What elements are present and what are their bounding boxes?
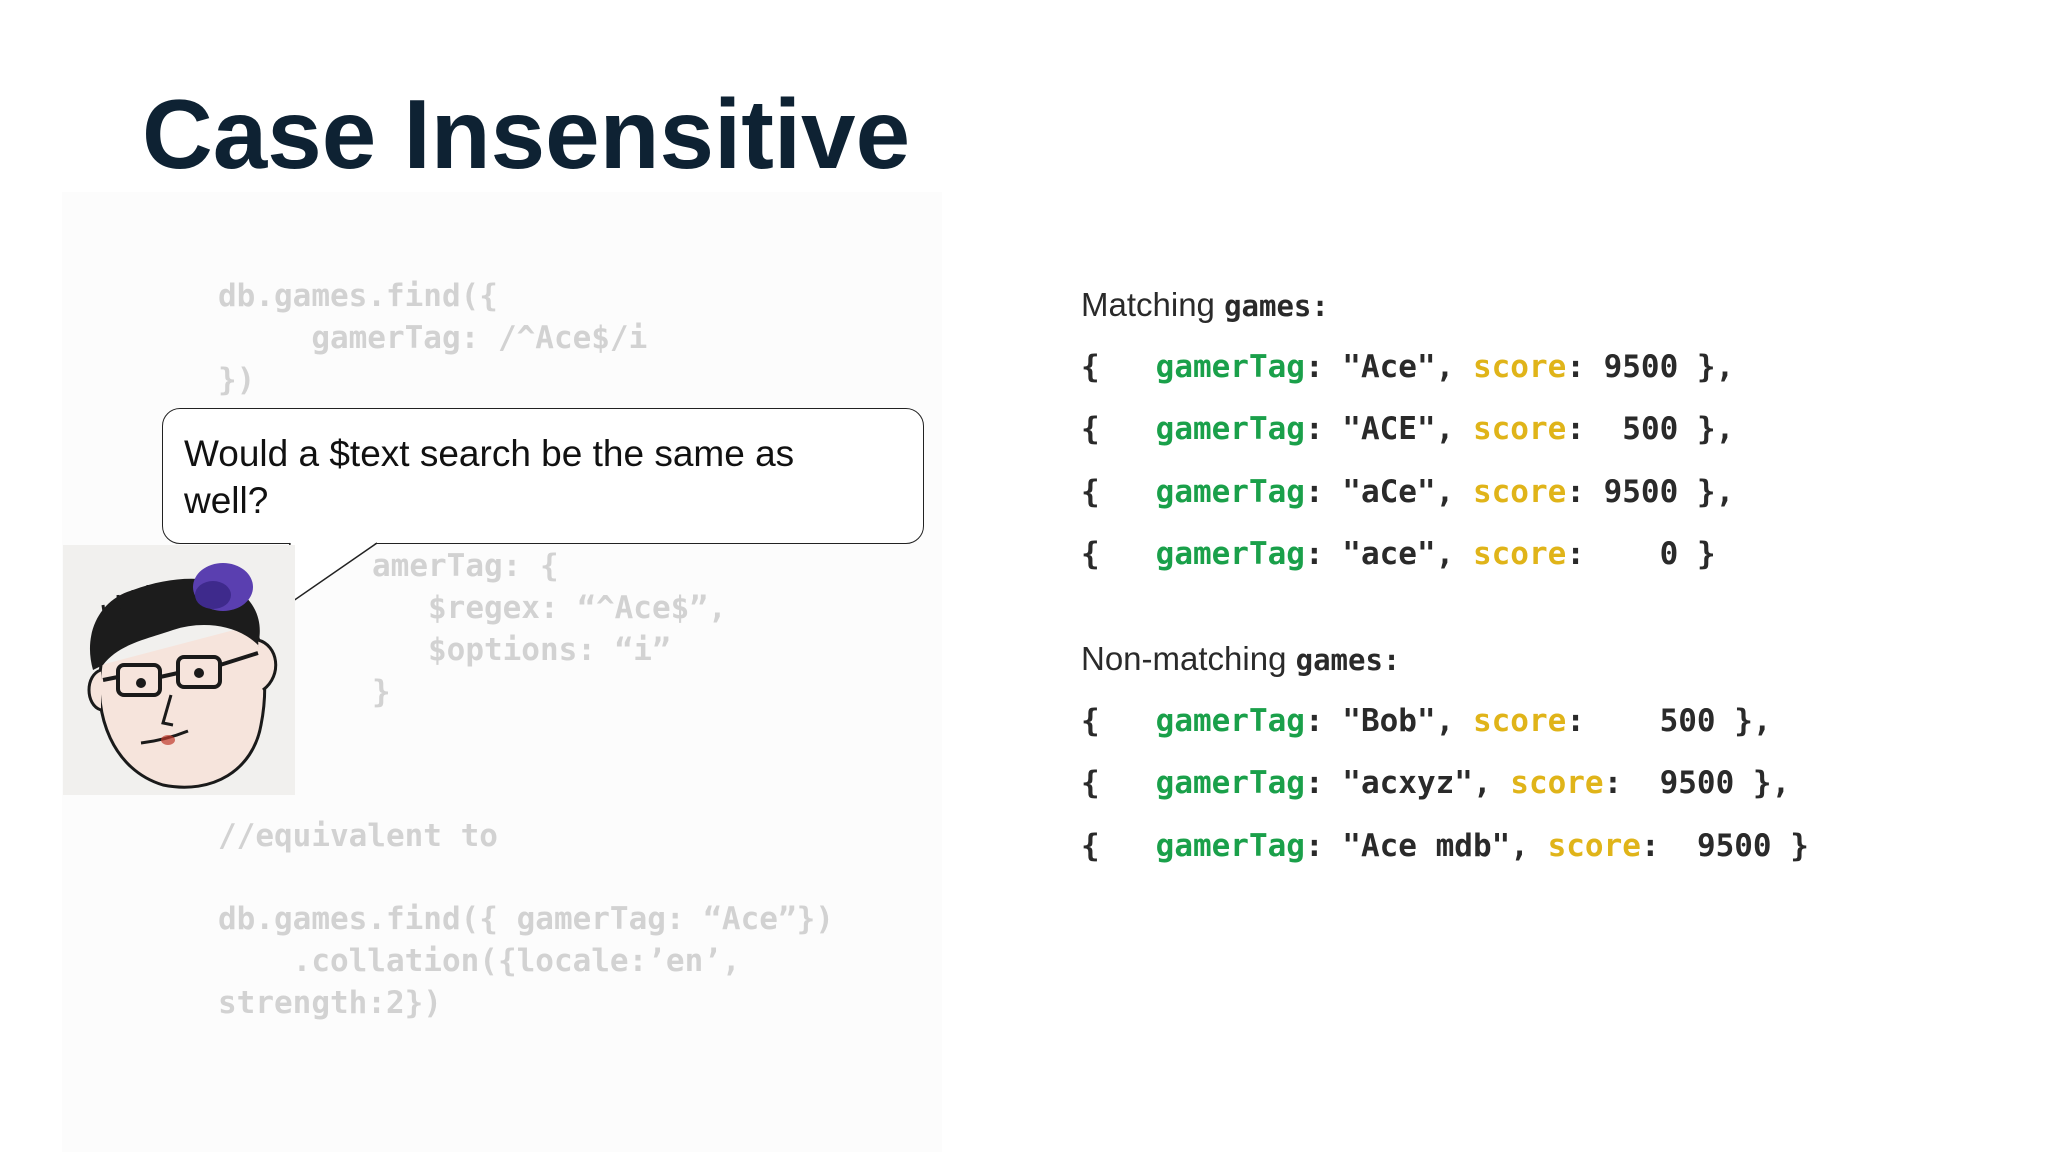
matching-heading-word: Matching [1081, 286, 1215, 323]
speech-bubble [162, 408, 924, 544]
matching-heading-mono: games: [1224, 289, 1329, 323]
cartoon-person-avatar-icon [63, 545, 295, 795]
nonmatching-row: { gamerTag: "Ace mdb", score: 9500 } [1081, 828, 1809, 864]
equivalent-comment: //equivalent to [218, 818, 498, 854]
nonmatching-heading-mono: games: [1295, 643, 1401, 677]
nonmatching-row: { gamerTag: "Bob", score: 500 }, [1081, 703, 1772, 739]
nonmatching-heading-word: Non-matching [1081, 640, 1287, 677]
matching-row: { gamerTag: "ACE", score: 500 }, [1081, 411, 1735, 447]
nonmatching-games-heading: Non-matching games: [1081, 640, 1400, 678]
collation-query-code: db.games.find({ gamerTag: “Ace”}) .colla… [218, 901, 834, 1021]
slide-title: Case Insensitive [142, 79, 911, 189]
matching-games-heading: Matching games: [1081, 286, 1329, 324]
matching-row: { gamerTag: "aCe", score: 9500 }, [1081, 474, 1735, 510]
matching-row: { gamerTag: "ace", score: 0 } [1081, 536, 1716, 572]
regex-query-code: db.games.find({ gamerTag: /^Ace$/i }) [218, 278, 648, 398]
matching-row: { gamerTag: "Ace", score: 9500 }, [1081, 349, 1735, 385]
regex-options-code: amerTag: { $regex: “^Ace$”, $options: “i… [372, 548, 727, 710]
nonmatching-row: { gamerTag: "acxyz", score: 9500 }, [1081, 765, 1791, 801]
speech-bubble-text: Would a $text search be the same as well… [184, 433, 795, 521]
